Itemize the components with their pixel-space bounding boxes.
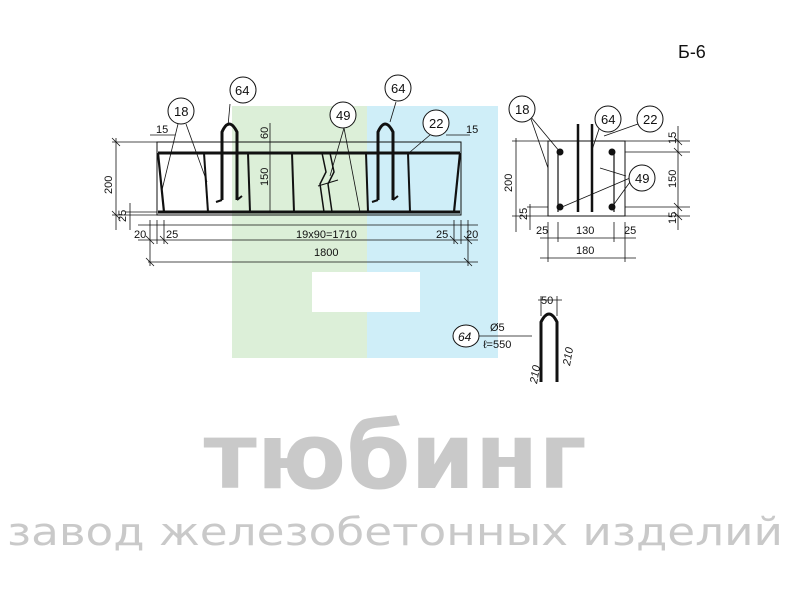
callout-64: 64	[235, 83, 249, 98]
front-callouts: 18 64 49 64 22	[161, 74, 450, 213]
side-outline	[547, 140, 626, 217]
dim-60: 60	[259, 127, 271, 139]
detail-callout-64: 64	[458, 330, 472, 344]
side-labels: 200 25 15 150 15 25 130 25 180	[503, 132, 679, 257]
side-callout-49: 49	[635, 171, 649, 186]
callout-49: 49	[336, 108, 350, 123]
side-dim-25-vertical: 25	[518, 208, 530, 220]
side-view	[547, 124, 626, 217]
callout-18: 18	[174, 104, 188, 119]
front-labels: 15 15 60 150 200 25 20 25 19x90=1710 25 …	[103, 124, 478, 259]
front-view	[156, 122, 462, 216]
dim-25-vertical: 25	[117, 210, 129, 222]
watermark-brand: тюбинг	[203, 403, 586, 510]
detail-length: ℓ=550	[483, 339, 511, 351]
side-dim-15-top: 15	[667, 132, 679, 144]
detail-dim-210-left: 210	[528, 363, 543, 385]
side-dim-150: 150	[667, 170, 679, 188]
side-dim-200: 200	[503, 174, 515, 192]
detail-dim-210-right: 210	[561, 345, 576, 367]
watermark-tagline: завод железобетонных изделий	[7, 510, 783, 554]
side-callouts: 18 64 22 49	[508, 95, 664, 208]
side-dim-15-bottom: 15	[667, 212, 679, 224]
dim-25-left: 25	[166, 229, 178, 241]
dim-20-right: 20	[466, 229, 478, 241]
dim-200: 200	[103, 176, 115, 194]
dim-15-left: 15	[156, 124, 168, 136]
side-dim-130: 130	[576, 225, 594, 237]
side-dim-25-right: 25	[624, 225, 636, 237]
detail-diameter: Ø5	[490, 322, 505, 334]
front-dimensions	[111, 123, 478, 267]
callout-22: 22	[429, 116, 443, 131]
side-dim-25-left: 25	[536, 225, 548, 237]
side-callout-22: 22	[643, 112, 657, 127]
dim-25-right: 25	[436, 229, 448, 241]
side-dim-180: 180	[576, 245, 594, 257]
dim-total: 1800	[314, 247, 338, 259]
dim-15-right: 15	[466, 124, 478, 136]
front-outline	[156, 141, 462, 216]
side-dimensions	[512, 126, 690, 262]
detail-bar-64: 64 Ø5 ℓ=550 50 210 210	[452, 295, 576, 386]
sheet-code: Б-6	[678, 42, 706, 62]
watermark-logo	[232, 106, 498, 358]
dim-span: 19x90=1710	[296, 229, 357, 241]
side-callout-18: 18	[515, 102, 529, 117]
side-callout-64: 64	[601, 112, 615, 127]
detail-dim-50: 50	[541, 295, 553, 307]
callout-64-second: 64	[391, 81, 405, 96]
dim-20-left: 20	[134, 229, 146, 241]
dim-150: 150	[259, 168, 271, 186]
